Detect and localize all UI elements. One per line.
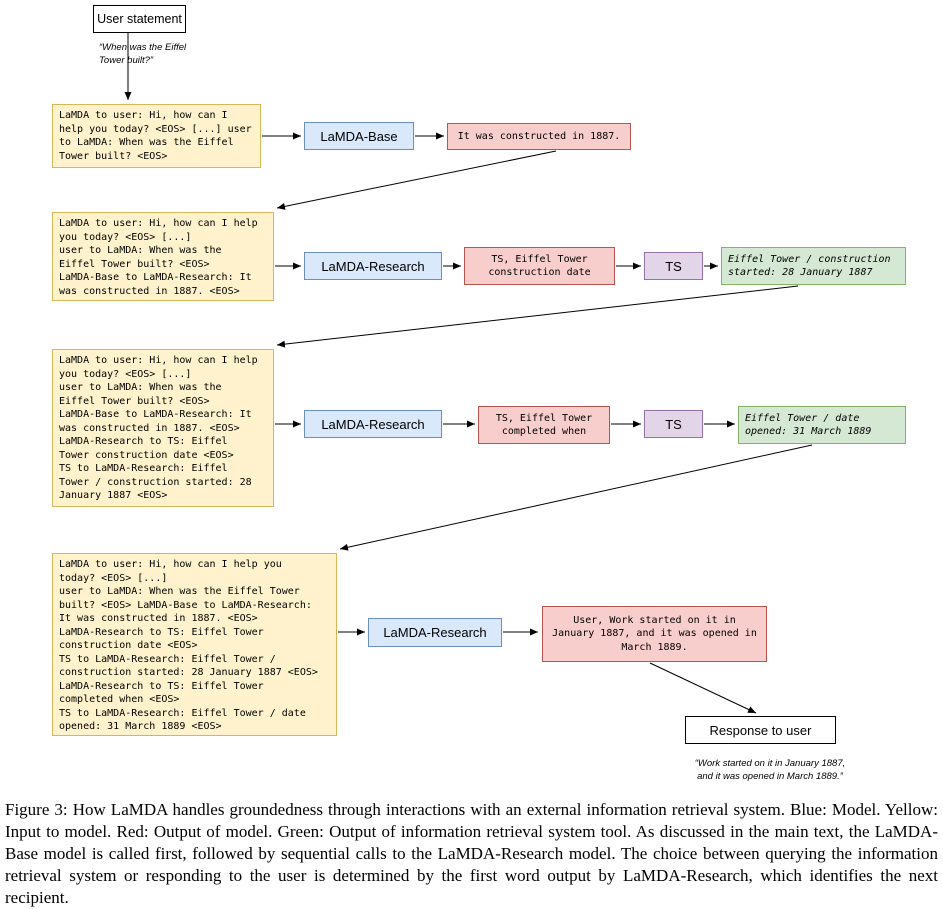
response-quote: “Work started on it in January 1887, and… [694, 758, 846, 782]
response-to-user-box: Response to user [685, 716, 836, 744]
model-box-lamda-research-2: LaMDA-Research [304, 410, 442, 438]
input-box-3: LaMDA to user: Hi, how can I help you to… [52, 349, 274, 507]
tool-result-box-2: Eiffel Tower / date opened: 31 March 188… [738, 406, 906, 444]
arrow-result2-to-input4 [339, 444, 813, 551]
input-box-4: LaMDA to user: Hi, how can I help you to… [52, 553, 337, 736]
user-quote: “When was the Eiffel Tower built?” [99, 42, 187, 66]
output-box-1: It was constructed in 1887. [447, 123, 631, 150]
output-box-3: TS, Eiffel Tower completed when [478, 406, 610, 444]
model-box-lamda-research-1: LaMDA-Research [304, 252, 442, 280]
input-box-2: LaMDA to user: Hi, how can I help you to… [52, 212, 274, 301]
input-box-1: LaMDA to user: Hi, how can I help you to… [52, 104, 261, 168]
user-statement-box: User statement [93, 5, 186, 33]
output-box-2: TS, Eiffel Tower construction date [464, 247, 615, 285]
model-box-lamda-research-3: LaMDA-Research [368, 618, 502, 647]
arrow-output1-to-input2 [276, 150, 557, 210]
figure-caption: Figure 3: How LaMDA handles groundedness… [5, 800, 938, 907]
arrow-output4-to-response [649, 662, 757, 714]
tool-box-ts-2: TS [644, 410, 703, 438]
tool-box-ts-1: TS [644, 252, 703, 280]
tool-result-box-1: Eiffel Tower / construction started: 28 … [721, 247, 906, 285]
output-box-4: User, Work started on it in January 1887… [542, 606, 767, 662]
model-box-lamda-base: LaMDA-Base [304, 122, 414, 150]
arrow-result1-to-input3 [276, 285, 799, 348]
